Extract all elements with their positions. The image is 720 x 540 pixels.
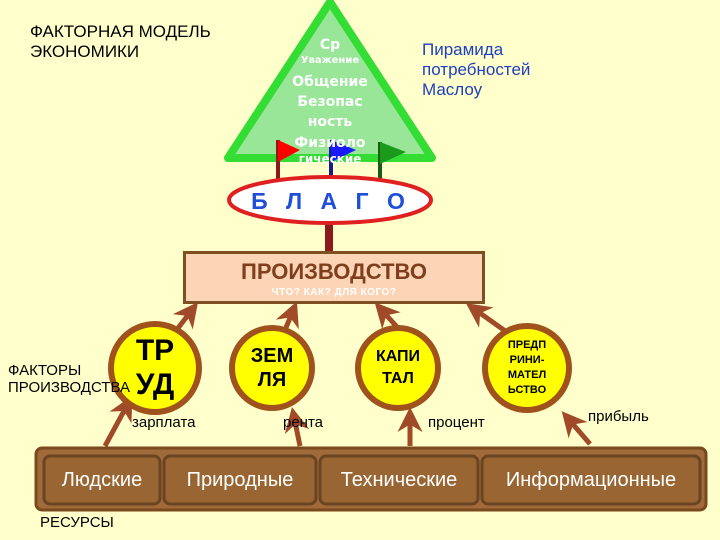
income-procent: процент (428, 414, 485, 431)
pyramid-level-safety-2: ность (307, 114, 353, 130)
income-pribyl: прибыль (588, 408, 649, 425)
resource-information: Информационные (505, 468, 677, 491)
arrow-kapital-production (374, 302, 401, 330)
factor-circle-predpr (482, 323, 572, 413)
income-zarplata: зарплата (132, 414, 196, 431)
pyramid-level-respect: Уважение (300, 55, 360, 66)
blago-label: Б Л А Г О (251, 187, 411, 214)
maslow-label: Пирамида потребностей Маслоу (422, 40, 531, 99)
resource-technical: Технические (340, 468, 458, 491)
factor-kapital: КАПИ ТАЛ (375, 348, 421, 387)
production-subtitle: ЧТО? КАК? ДЛЯ КОГО? (271, 287, 397, 298)
factor-circle-trud (108, 321, 202, 415)
factors-label: ФАКТОРЫ ПРОИЗВОДСТВА (8, 362, 130, 396)
factor-circle-zemlya (229, 325, 315, 411)
blue-flag-icon (329, 140, 356, 182)
pyramid-level-physio-2: гические (298, 152, 362, 166)
pyramid-level-self: Ср (319, 37, 341, 53)
arrow-info-predpr (561, 411, 592, 446)
production-title: ПРОИЗВОДСТВО (241, 259, 427, 284)
connector-bar (325, 224, 333, 252)
pyramid-level-physio-1: Физиоло (294, 135, 366, 151)
green-flag-icon (378, 142, 406, 182)
resources-label: РЕСУРСЫ (40, 514, 114, 531)
arrow-nature-zemlya (284, 407, 310, 447)
arrow-zemlya-production (275, 301, 299, 331)
blago-ellipse (227, 175, 433, 225)
factor-predprinimatelstvo: ПРЕДП РИНИ- МАТЕЛ ЬСТВО (507, 339, 547, 396)
pyramid-level-social: Общение (292, 74, 368, 90)
pyramid-level-safety-1: Безопас (297, 94, 363, 110)
resource-natural: Природные (186, 468, 294, 491)
income-renta: рента (283, 414, 324, 431)
arrow-people-trud (102, 395, 133, 448)
resource-people: Людские (61, 468, 143, 491)
factor-circle-kapital (355, 325, 441, 411)
factor-trud: ТР УД (135, 334, 175, 401)
red-flag-icon (276, 140, 300, 182)
production-box: ПРОИЗВОДСТВО ЧТО? КАК? ДЛЯ КОГО? (183, 251, 485, 304)
factor-zemlya: ЗЕМ ЛЯ (250, 345, 294, 391)
page-title: ФАКТОРНАЯ МОДЕЛЬ ЭКОНОМИКИ (30, 22, 211, 61)
